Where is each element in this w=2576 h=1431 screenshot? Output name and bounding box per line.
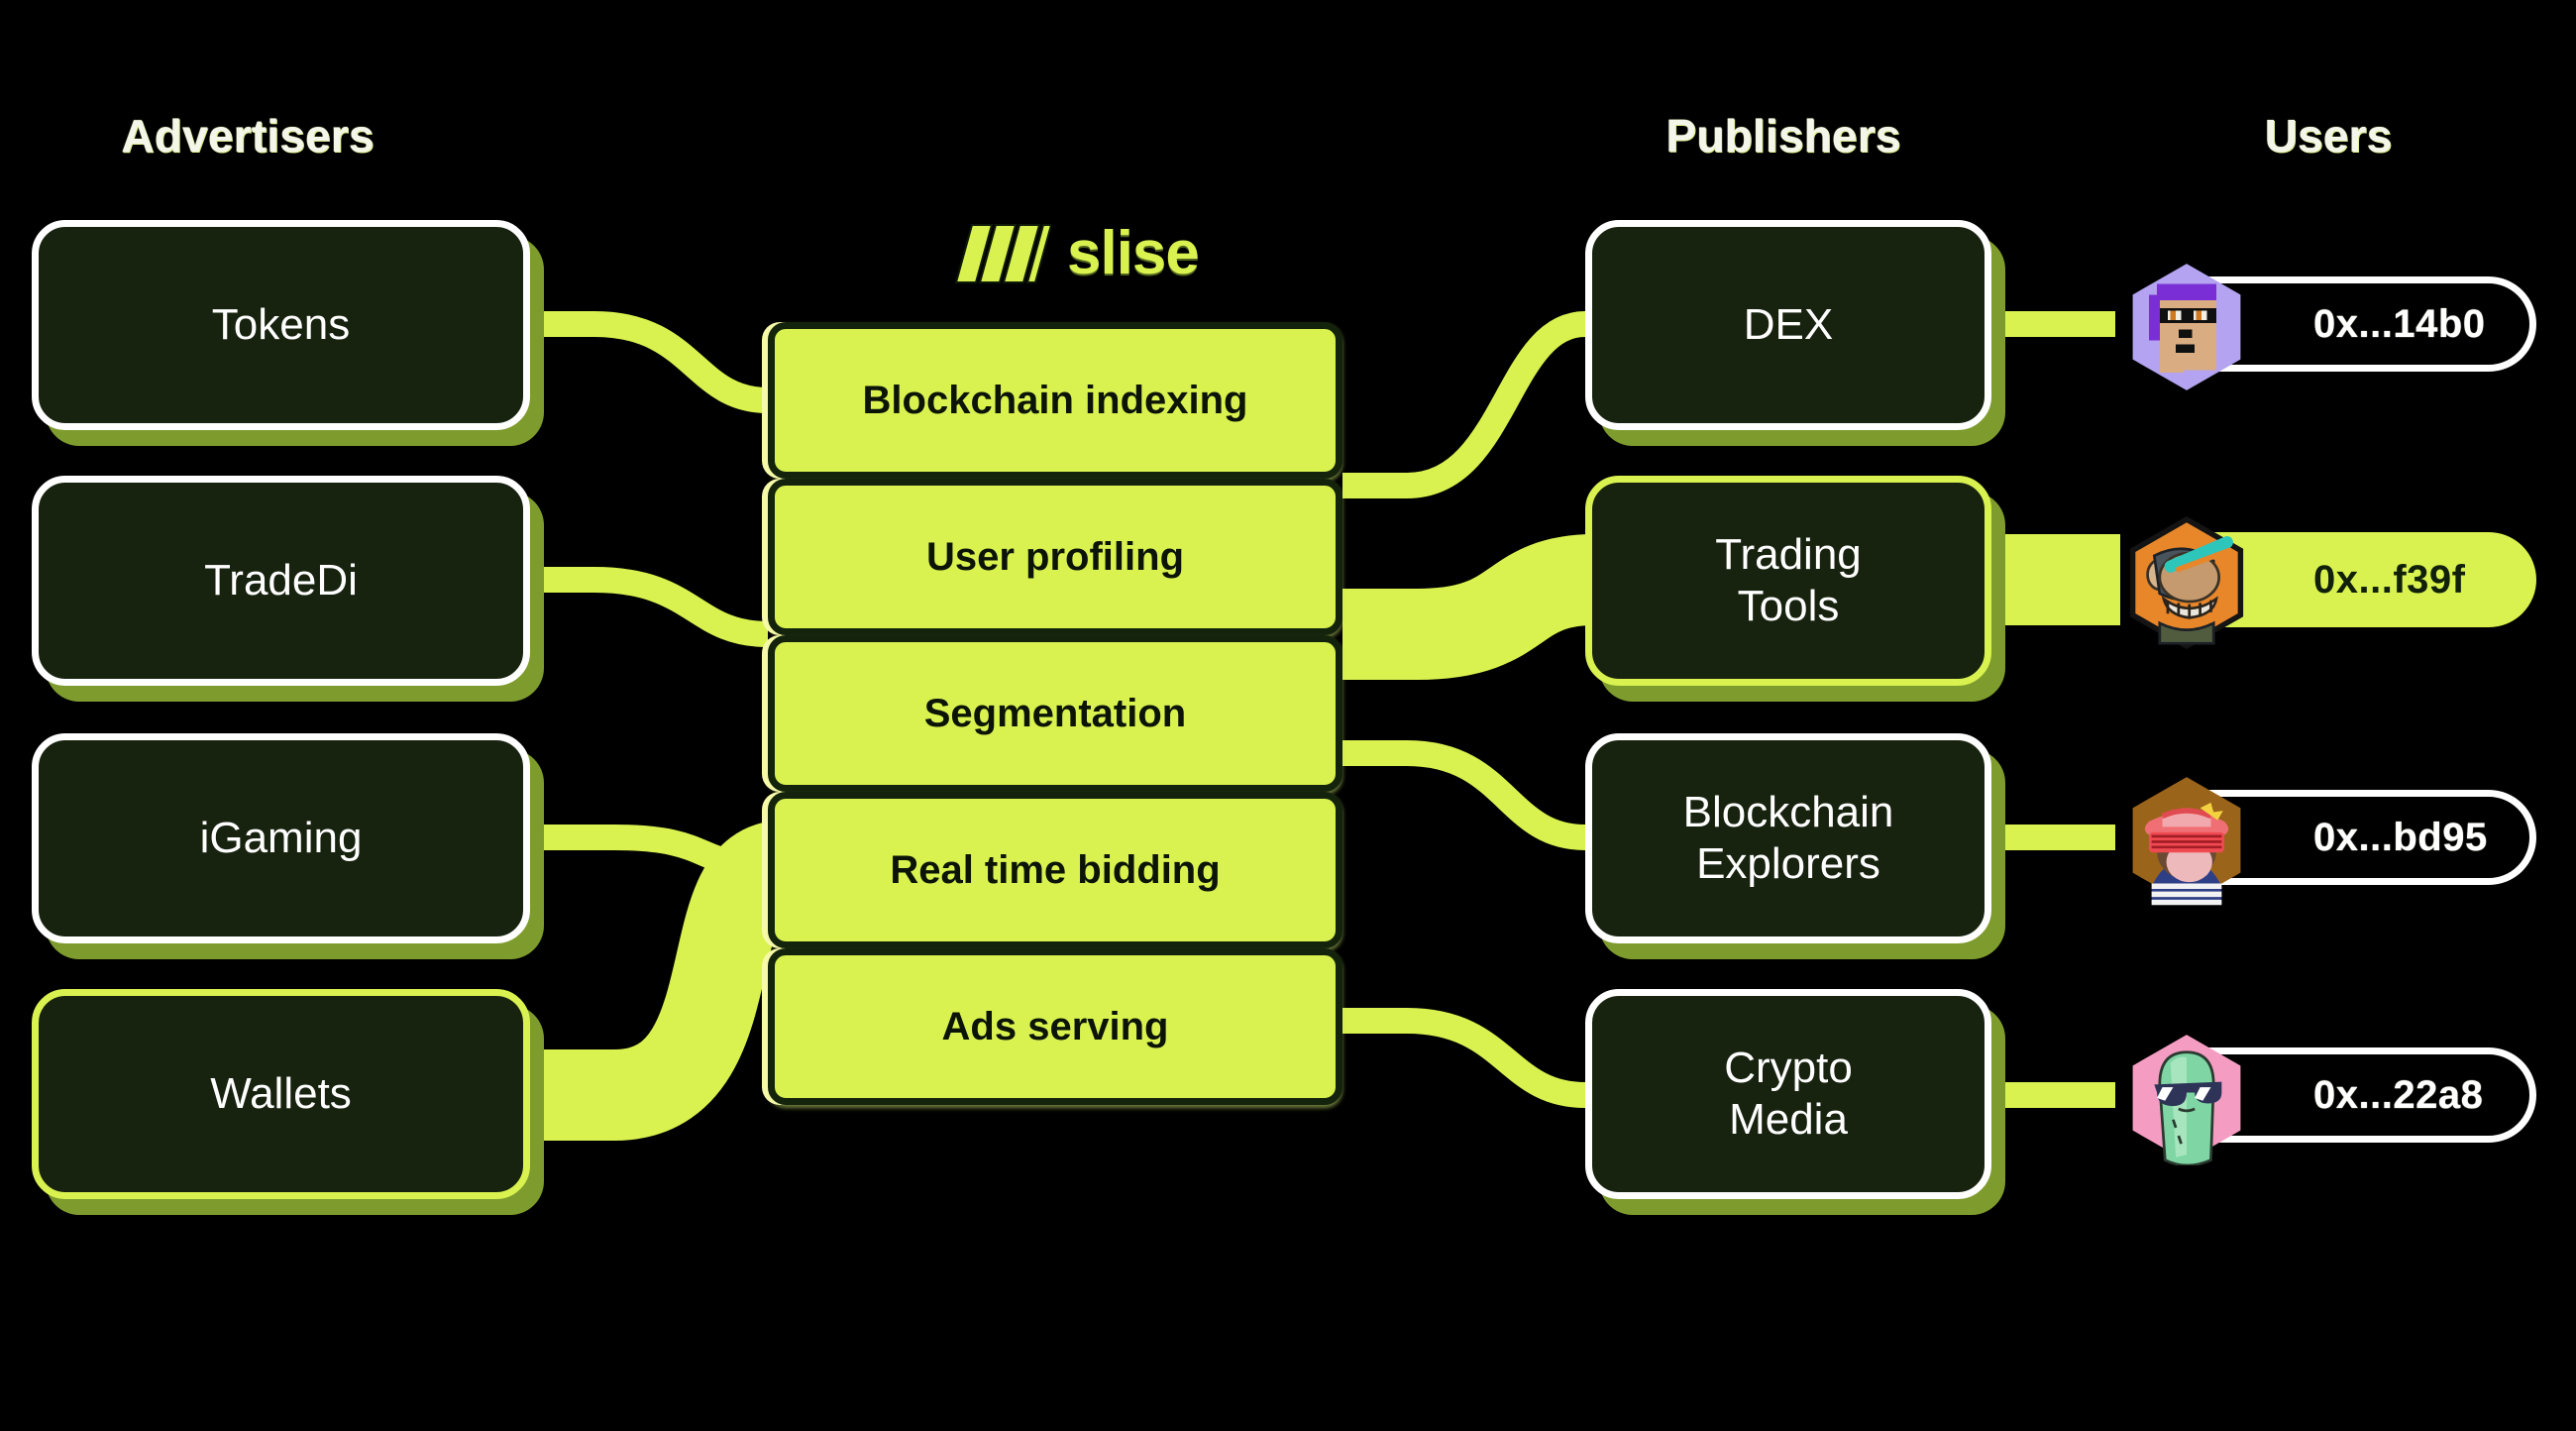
advertiser-label: Tokens [211, 300, 351, 350]
bored-ape-orange-laser-avatar [2129, 515, 2244, 650]
advertiser-label: Wallets [210, 1069, 352, 1119]
slise-bars-icon [954, 224, 1051, 283]
link-pipeline-to-crypto-media [1342, 1008, 1586, 1108]
publisher-label: Blockchain Explorers [1682, 788, 1894, 888]
pipeline-card-user-profiling[interactable]: User profiling [768, 479, 1342, 635]
advertiser-card-wallets[interactable]: Wallets [32, 989, 530, 1199]
advertiser-card-igaming[interactable]: iGaming [32, 733, 530, 943]
advertiser-card-tradedi[interactable]: TradeDi [32, 476, 530, 686]
column-header-publishers: Publishers [1665, 110, 1901, 162]
link-tokens-to-pipeline [530, 311, 769, 413]
user-address: 0x...f39f [2313, 557, 2466, 602]
green-pickle-sunglasses-avatar [2132, 1035, 2241, 1165]
link-tradedi-to-pipeline [530, 567, 769, 647]
publisher-card-crypto-media[interactable]: Crypto Media [1585, 989, 1991, 1199]
publisher-label: Trading Tools [1715, 530, 1862, 630]
slise-logo: slise [954, 219, 1200, 287]
pipeline-label: Real time bidding [890, 847, 1221, 892]
link-pipeline-to-blockchain-explorers [1342, 740, 1586, 850]
ape-pink-hat-shutter-shades-avatar [2132, 777, 2241, 906]
user-address: 0x...bd95 [2313, 815, 2488, 859]
pipeline-card-ads-serving[interactable]: Ads serving [768, 948, 1342, 1105]
pipeline-card-real-time-bidding[interactable]: Real time bidding [768, 792, 1342, 948]
column-header-users: Users [2264, 110, 2393, 162]
user-address: 0x...14b0 [2313, 301, 2486, 346]
advertiser-label: iGaming [199, 814, 363, 863]
pipeline-card-segmentation[interactable]: Segmentation [768, 635, 1342, 792]
link-pipeline-to-dex [1342, 311, 1587, 498]
publisher-card-trading-tools[interactable]: Trading Tools [1585, 476, 1991, 686]
user-pill-1[interactable]: 0x...14b0 [2132, 264, 2536, 390]
link-igaming-to-pipeline [530, 825, 769, 879]
user-pill-4[interactable]: 0x...22a8 [2132, 1035, 2536, 1165]
user-pill-2[interactable]: 0x...f39f [2129, 515, 2536, 650]
user-pill-3[interactable]: 0x...bd95 [2132, 777, 2536, 906]
slise-wordmark: slise [1067, 219, 1200, 287]
advertiser-card-tokens[interactable]: Tokens [32, 220, 530, 430]
publisher-label: Crypto Media [1724, 1044, 1853, 1144]
publisher-card-blockchain-explorers[interactable]: Blockchain Explorers [1585, 733, 1991, 943]
pipeline-label: Blockchain indexing [862, 378, 1248, 422]
pipeline-label: Segmentation [923, 691, 1187, 735]
cryptopunk-purple-hair-avatar [2132, 264, 2241, 390]
column-header-advertisers: Advertisers [121, 110, 375, 162]
pipeline-card-blockchain-indexing[interactable]: Blockchain indexing [768, 322, 1342, 479]
link-pipeline-to-trading-tools [1342, 534, 1597, 680]
pipeline-label: Ads serving [941, 1004, 1169, 1048]
user-address: 0x...22a8 [2313, 1072, 2484, 1117]
publisher-card-dex[interactable]: DEX [1585, 220, 1991, 430]
link-wallets-to-pipeline [540, 821, 790, 1141]
advertiser-label: TradeDi [204, 556, 358, 605]
pipeline-label: User profiling [925, 534, 1185, 579]
publisher-label: DEX [1743, 300, 1834, 350]
